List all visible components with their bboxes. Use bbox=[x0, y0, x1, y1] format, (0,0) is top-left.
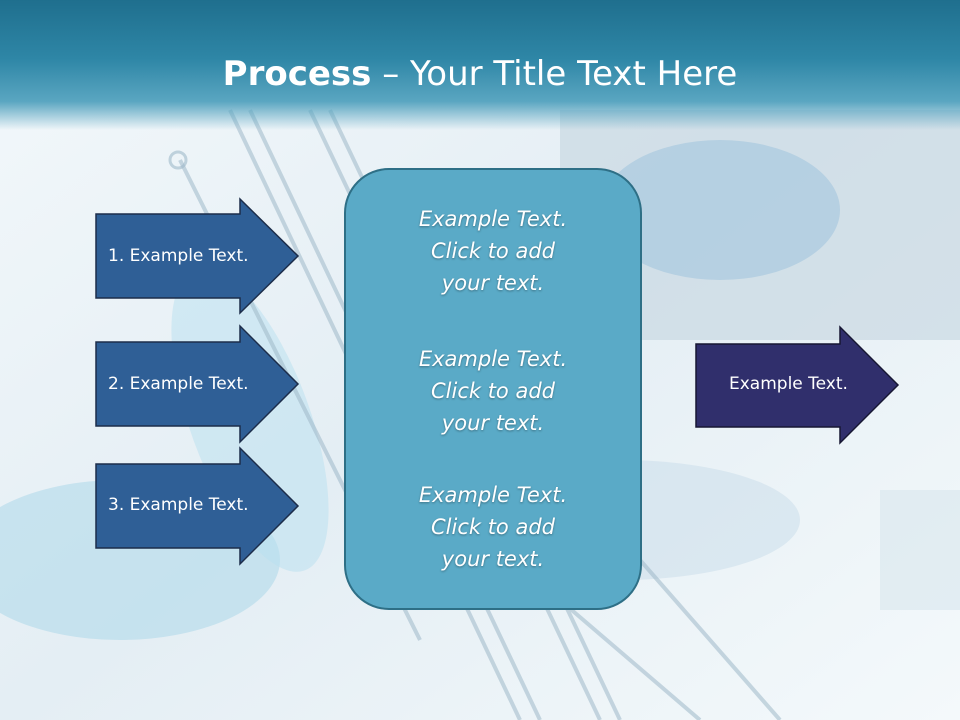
center-paragraph-2[interactable]: Example Text. Click to add your text. bbox=[418, 347, 568, 435]
center-box-shape[interactable] bbox=[344, 168, 642, 610]
right-arrow[interactable] bbox=[695, 325, 900, 445]
left-arrow-2[interactable] bbox=[95, 324, 300, 444]
slide-title: Process – Your Title Text Here bbox=[0, 52, 960, 96]
title-dash: – bbox=[371, 54, 411, 94]
center-paragraph-3[interactable]: Example Text. Click to add your text. bbox=[418, 483, 568, 571]
left-arrow-1[interactable] bbox=[95, 197, 300, 315]
left-arrow-3[interactable] bbox=[95, 446, 300, 566]
center-paragraph-1[interactable]: Example Text. Click to add your text. bbox=[418, 207, 568, 295]
title-band bbox=[0, 0, 960, 130]
center-text-box[interactable]: Example Text. Click to add your text. Ex… bbox=[345, 169, 641, 609]
title-rest: Your Title Text Here bbox=[410, 54, 738, 94]
left-arrow-3-label: 3. Example Text. bbox=[108, 495, 249, 515]
right-arrow-label: Example Text. bbox=[729, 374, 848, 394]
title-bold: Process bbox=[222, 54, 372, 94]
left-arrow-2-label: 2. Example Text. bbox=[108, 374, 249, 394]
left-arrow-1-label: 1. Example Text. bbox=[108, 246, 249, 266]
